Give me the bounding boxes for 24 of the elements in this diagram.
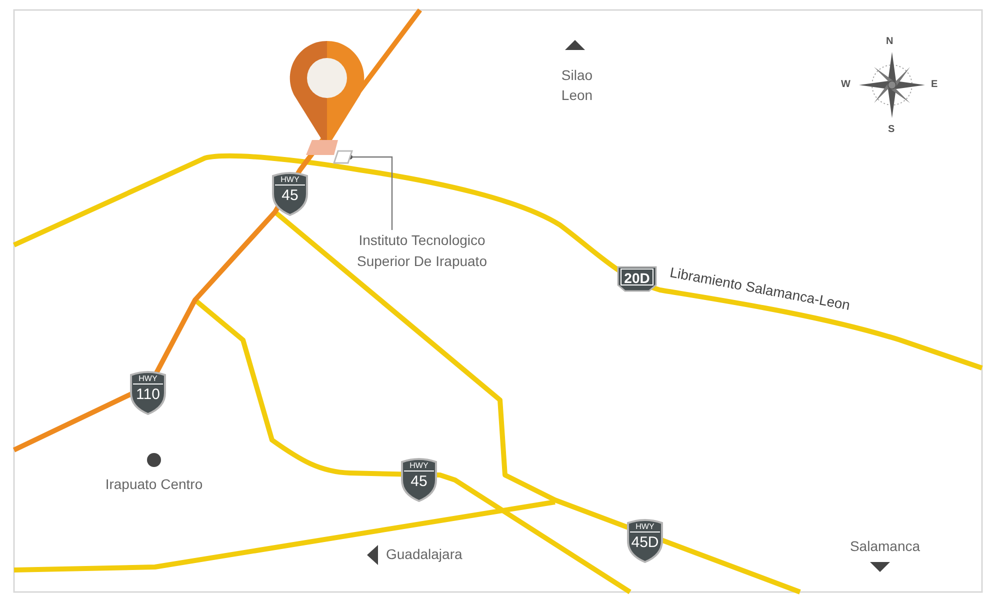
shield-label: HWY	[280, 175, 300, 184]
shield-label: HWY	[138, 374, 158, 383]
leader-line	[348, 154, 393, 230]
compass-label: S	[888, 124, 895, 135]
destination-label: Silao Leon	[560, 66, 594, 105]
city-label: Irapuato Centro	[104, 475, 204, 494]
route-number: 20D	[623, 270, 651, 287]
compass-label: E	[931, 79, 938, 90]
destination-label: Salamanca	[848, 537, 922, 556]
compass-label: N	[886, 36, 894, 47]
highway-shield	[399, 456, 439, 502]
destination-label: Guadalajara	[386, 545, 462, 564]
route-number: 110	[135, 386, 161, 403]
route-plate	[617, 266, 657, 292]
shield-label: HWY	[408, 461, 430, 470]
compass-label: W	[841, 79, 850, 90]
highway-shield	[270, 170, 310, 216]
route-number: 45	[410, 473, 428, 490]
place-label: Instituto Tecnologico Superior De Irapuato	[340, 230, 504, 274]
route-number: 45D	[630, 534, 660, 551]
highway-shield	[128, 369, 168, 415]
shield-label: HWY	[634, 522, 656, 531]
route-number: 45	[280, 187, 300, 204]
highway-shield	[625, 517, 665, 563]
